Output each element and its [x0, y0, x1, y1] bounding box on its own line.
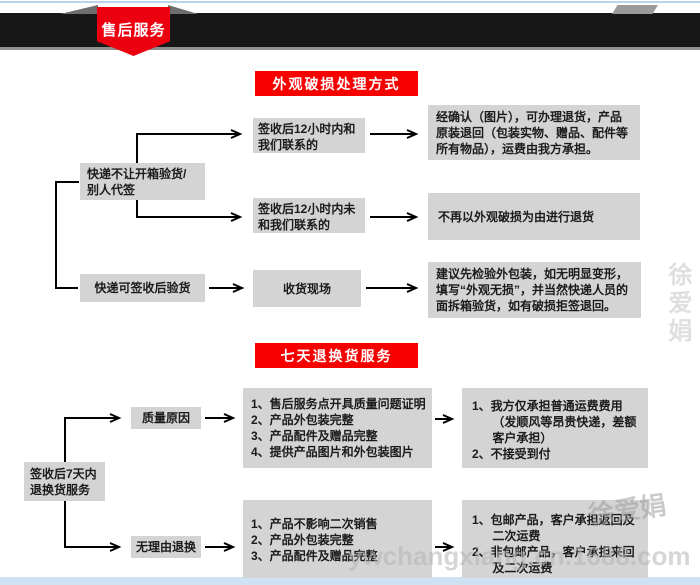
- section-damage-banner: 外观破损处理方式: [255, 71, 418, 96]
- list-item: 1、我方仅承担普通运费费用（发顺风等昂贵快递，差额客户承担）: [472, 399, 637, 445]
- flow-box-courier-allows-inspection: 快递可签收后验货: [80, 274, 205, 302]
- list-item: 1、售后服务点开具质量问题证明: [251, 397, 426, 411]
- list-item: 3、产品配件及赠品完整: [251, 429, 378, 443]
- flow-box-quality-reason: 质量原因: [131, 407, 201, 429]
- section-damage-banner-label: 外观破损处理方式: [272, 75, 401, 92]
- flow-box-no-damage-return: 不再以外观破损为由进行退货: [428, 193, 640, 240]
- flow-box-quality-conditions: 1、售后服务点开具质量问题证明 2、产品外包装完整 3、产品配件及赠品完整 4、…: [243, 388, 432, 468]
- ribbon-label: 售后服务: [101, 22, 166, 39]
- header-accent-shape: [612, 5, 658, 14]
- list-item: 4、提供产品图片和外包装图片: [251, 445, 414, 459]
- flow-box-noreason-conditions: 1、产品不影响二次销售 2、产品外包装完整 3、产品配件及赠品完整: [243, 500, 432, 578]
- section-return-banner-label: 七天退换货服务: [280, 347, 393, 364]
- list-item: 2、产品外包装完整: [251, 533, 354, 547]
- list-item: 2、产品外包装完整: [251, 413, 354, 427]
- watermark-name-stamp-vertical: 徐爱娟: [664, 262, 691, 346]
- flow-box-no-reason-return: 无理由退换: [131, 536, 201, 558]
- ribbon-fold-left: [60, 5, 98, 14]
- flow-box-not-contacted-within-12h: 签收后12小时内未和我们联系的: [253, 198, 365, 233]
- bottom-border-strip: [0, 577, 700, 585]
- flow-box-receiving-site: 收货现场: [253, 270, 361, 307]
- section-return-banner: 七天退换货服务: [255, 343, 418, 368]
- flow-box-noreason-results: 1、包邮产品，客户承担返回及二次运费 2、非包邮产品，客户承担来回及二次运费: [462, 500, 648, 578]
- list-item: 2、非包邮产品，客户承担来回及二次运费: [472, 545, 635, 575]
- flow-box-7day-service: 签收后7天内退换货服务: [24, 462, 105, 501]
- flow-box-contacted-within-12h: 签收后12小时内和我们联系的: [253, 118, 365, 153]
- flow-box-return-accepted: 经确认（图片），可办理退货，产品原装退回（包装实物、赠品、配件等所有物品），运费…: [428, 105, 640, 160]
- flow-box-quality-results: 1、我方仅承担普通运费费用（发顺风等昂贵快递，差额客户承担） 2、不接受到付: [462, 388, 648, 468]
- list-item: 1、包邮产品，客户承担返回及二次运费: [472, 513, 635, 543]
- flow-box-inspection-advice: 建议先检验外包装，如无明显变形，填写“外观无损”，并当然快递人员的面拆箱验货，如…: [428, 262, 641, 318]
- list-item: 3、产品配件及赠品完整: [251, 549, 378, 563]
- top-border-line: [0, 1, 700, 3]
- list-item: 1、产品不影响二次销售: [251, 517, 378, 531]
- ribbon-fold-right: [168, 5, 198, 14]
- flow-box-courier-no-inspection: 快递不让开箱验货/别人代签: [80, 163, 205, 200]
- list-item: 2、不接受到付: [472, 447, 551, 461]
